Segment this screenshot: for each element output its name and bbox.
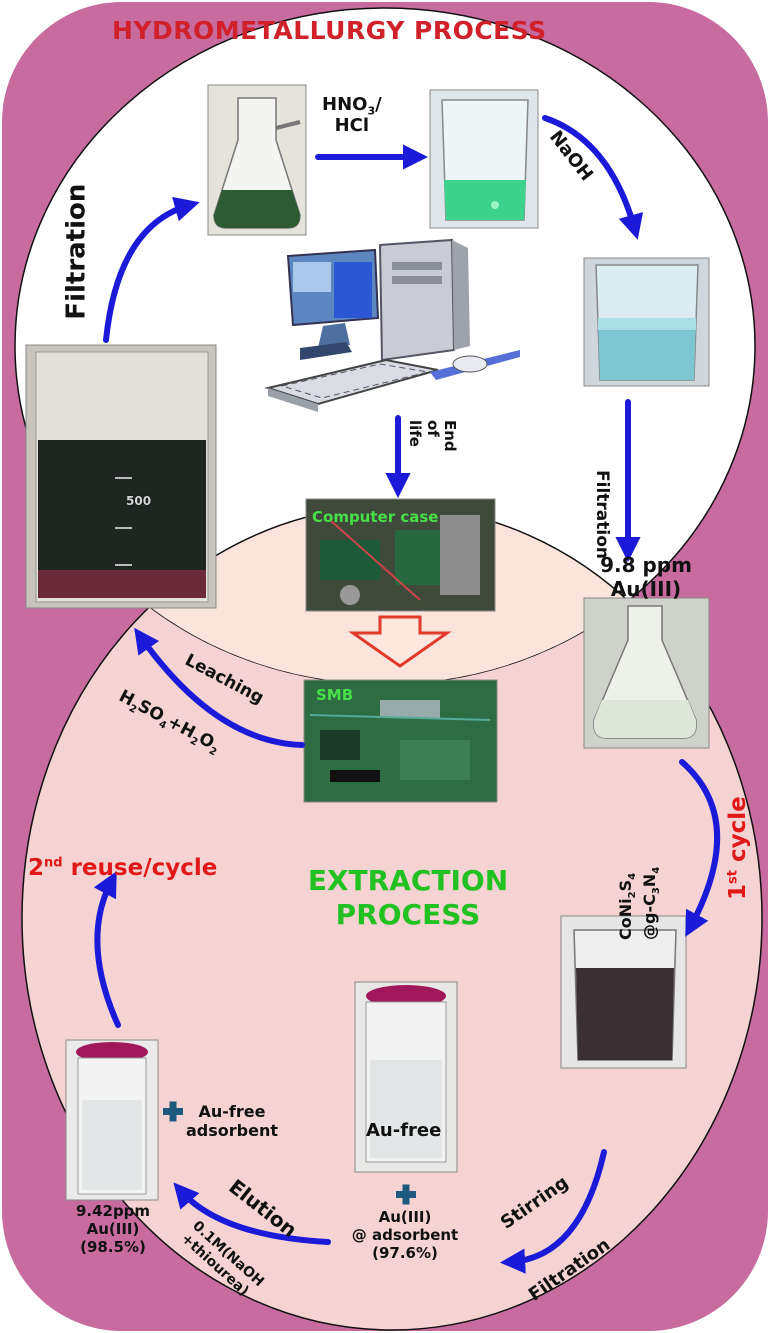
- au-solution-flask-photo: [583, 597, 710, 749]
- extraction-title-line1: EXTRACTION: [307, 864, 509, 897]
- adsorbent-line1: CoNi: [616, 898, 635, 940]
- filtration-right-label: Filtration: [592, 470, 612, 559]
- acid-subscript: 3: [367, 104, 376, 118]
- recovered-au-vial-photo: [65, 1039, 159, 1201]
- blue-precipitate-beaker-photo: [583, 257, 710, 387]
- arrow-naoh: [542, 115, 644, 240]
- end-of-life-label: End of life: [406, 420, 460, 452]
- extraction-title: EXTRACTION PROCESS: [298, 864, 518, 932]
- adsorbent-sub1: 2: [627, 891, 639, 899]
- gold-concentration-label: 9.8 ppm Au(III): [572, 553, 720, 601]
- extraction-title-line2: PROCESS: [335, 898, 481, 932]
- arrow-second-cycle: [93, 871, 121, 1028]
- gold-concentration-value: 9.8 ppm: [600, 553, 692, 577]
- arrow-first-cycle: [679, 759, 720, 937]
- recovered-line2: Au(III): [86, 1220, 140, 1238]
- smb-photo: [303, 679, 498, 803]
- hollow-down-arrow: [348, 615, 452, 668]
- au-free-label: Au-free: [366, 1120, 442, 1141]
- plus-sign-center: [396, 1184, 416, 1205]
- au-free-ads-line1: Au-free: [198, 1102, 266, 1121]
- gold-concentration-species: Au(III): [610, 577, 682, 601]
- first-cycle-word: cycle: [725, 796, 751, 871]
- dark-mixture-beaker-photo: [560, 915, 687, 1069]
- filter-flask-photo: [207, 84, 307, 236]
- adsorbent-mid2: N: [639, 873, 659, 888]
- computer-case-photo: [305, 498, 496, 612]
- arrow-stirring: [499, 1149, 607, 1274]
- adsorbed-line3: (97.6%): [372, 1244, 438, 1262]
- flow-arrows: [93, 115, 720, 1274]
- first-cycle-label: 1st cycle: [725, 796, 751, 900]
- arrow-leaching: [134, 627, 305, 748]
- au-free-ads-line2: adsorbent: [186, 1121, 278, 1141]
- recovered-line1: 9.42ppm: [75, 1202, 151, 1220]
- end-of-life-line3: life: [406, 420, 425, 447]
- computer-illustration: [264, 238, 520, 412]
- second-cycle-superscript: nd: [44, 855, 63, 871]
- acid-slash: /: [375, 94, 382, 115]
- adsorbed-line2: @ adsorbent: [351, 1226, 459, 1244]
- acid-line2: HCl: [334, 115, 370, 137]
- end-of-life-line1: End: [441, 420, 459, 452]
- adsorbent-mid: S: [616, 879, 635, 892]
- arrow-elution: [173, 1182, 331, 1245]
- plus-sign-left: [163, 1101, 183, 1122]
- smb-label: SMB: [316, 686, 354, 704]
- dark-leachate-beaker-photo: [25, 344, 217, 609]
- acid-label: HNO3/ HCl: [322, 94, 382, 137]
- adsorbent-line2: @g-C: [639, 894, 659, 940]
- second-cycle-word: reuse/cycle: [62, 855, 218, 881]
- end-of-life-line2: of: [423, 420, 442, 437]
- second-cycle-label: 2nd reuse/cycle: [28, 856, 217, 880]
- au-free-vial-photo: [354, 981, 458, 1173]
- adsorbed-line1: Au(III): [378, 1208, 432, 1226]
- adsorbed-gold-label: Au(III) @ adsorbent (97.6%): [346, 1208, 464, 1262]
- recovered-gold-label: 9.42ppm Au(III) (98.5%): [58, 1202, 168, 1256]
- adsorbent-sub3: 3: [650, 887, 662, 895]
- acid-line1: HNO: [322, 94, 368, 115]
- arrow-filtration-left: [103, 196, 200, 343]
- computer-case-label: Computer case: [312, 508, 439, 526]
- recovered-line3: (98.5%): [80, 1238, 146, 1256]
- filtration-left-label: Filtration: [61, 183, 92, 320]
- second-cycle-number: 2: [28, 855, 45, 881]
- green-solution-beaker-photo: [429, 89, 539, 229]
- au-free-adsorbent-label: Au-free adsorbent: [186, 1102, 278, 1140]
- first-cycle-superscript: st: [725, 870, 741, 884]
- first-cycle-number: 1: [725, 883, 751, 900]
- adsorbent-sub2: 4: [627, 872, 639, 880]
- adsorbent-label: CoNi2S4 @g-C3N4: [616, 867, 663, 940]
- diagram-title: HYDROMETALLURGY PROCESS: [112, 16, 547, 45]
- beaker-mark-label: 500: [126, 494, 152, 508]
- adsorbent-sub4: 4: [650, 866, 662, 874]
